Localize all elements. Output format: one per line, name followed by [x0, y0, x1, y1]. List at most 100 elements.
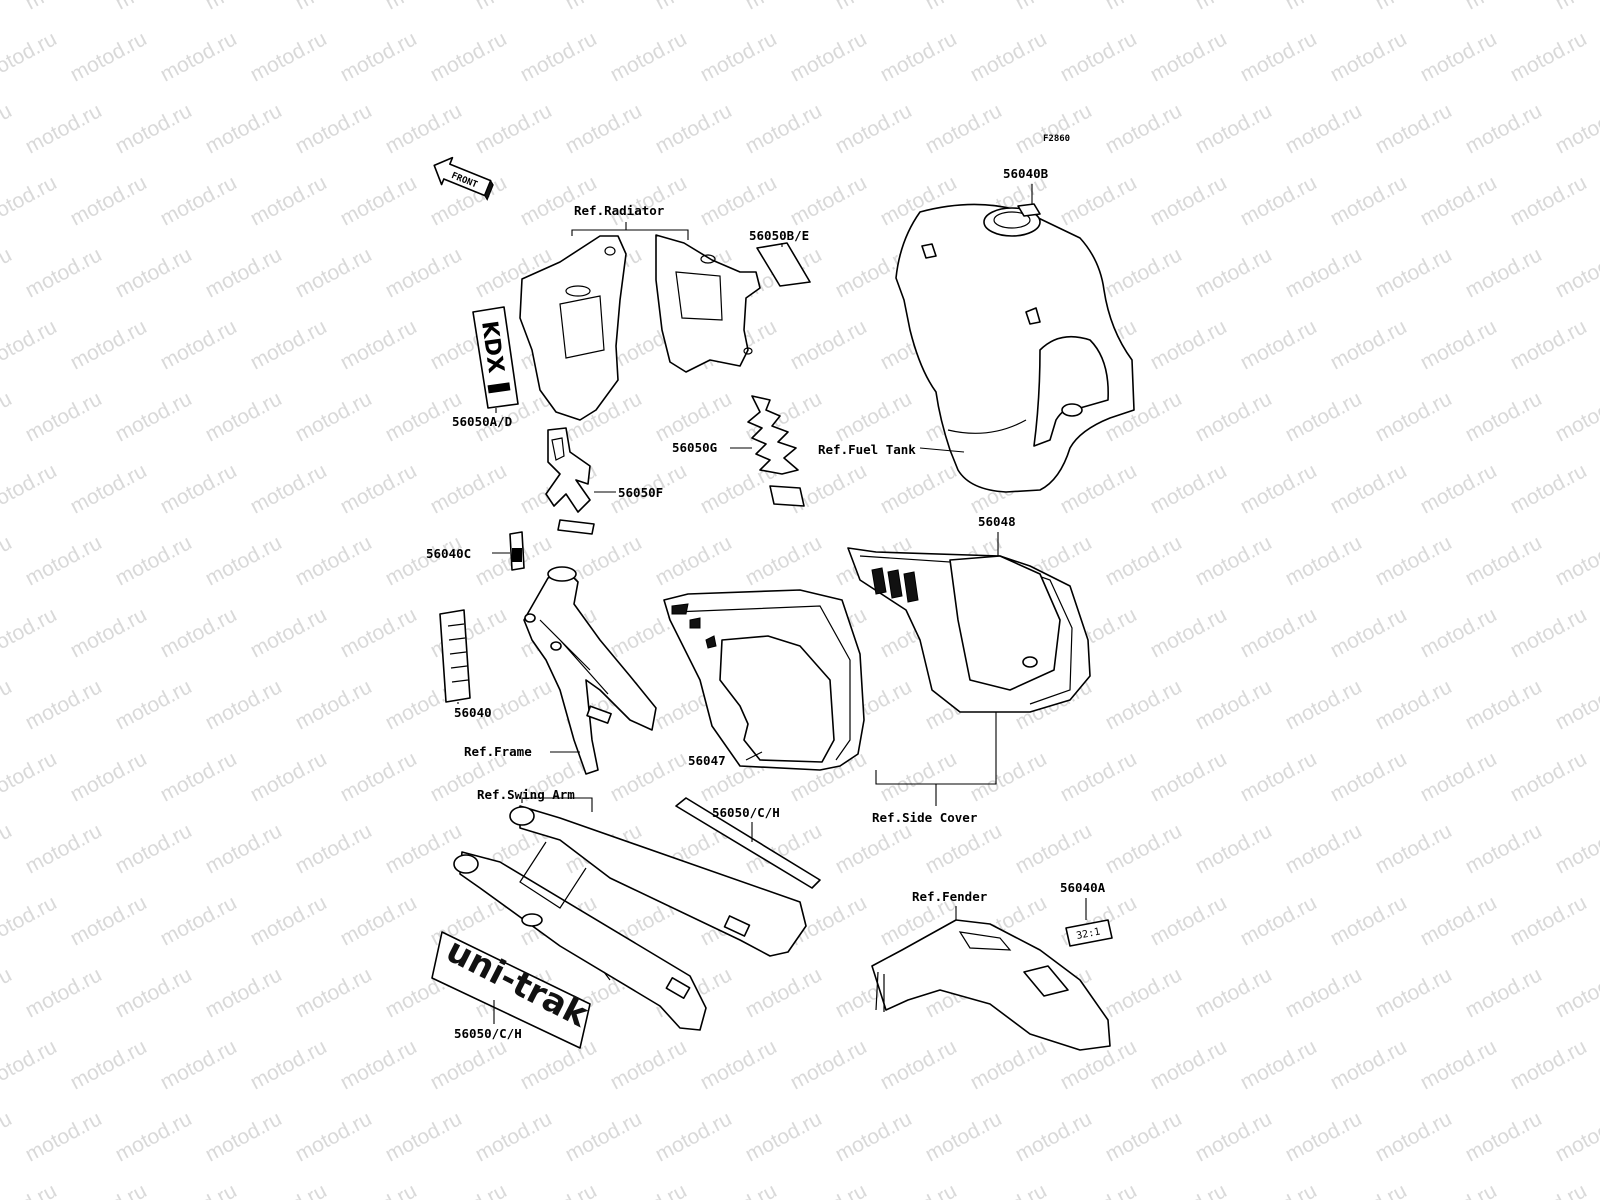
watermark-text: motod.ru: [742, 1107, 826, 1166]
watermark-text: motod.ru: [1192, 0, 1276, 14]
side-cover-right: [847, 547, 1091, 713]
watermark-text: motod.ru: [1417, 1035, 1501, 1094]
watermark-text: motod.ru: [1507, 27, 1591, 86]
watermark-text: motod.ru: [0, 243, 16, 302]
watermark-text: motod.ru: [1372, 0, 1456, 14]
watermark-text: motod.ru: [112, 99, 196, 158]
watermark-text: motod.ru: [517, 1179, 601, 1200]
watermark-text: motod.ru: [607, 1035, 691, 1094]
watermark-text: motod.ru: [22, 1107, 106, 1166]
watermark-text: motod.ru: [562, 1107, 646, 1166]
watermark-text: motod.ru: [1507, 747, 1591, 806]
watermark-text: motod.ru: [1327, 1179, 1411, 1200]
watermark-text: motod.ru: [292, 963, 376, 1022]
watermark-text: motod.ru: [157, 747, 241, 806]
watermark-text: motod.ru: [1597, 747, 1600, 806]
watermark-text: motod.ru: [877, 747, 961, 806]
watermark-text: motod.ru: [292, 531, 376, 590]
watermark-text: motod.ru: [1327, 315, 1411, 374]
watermark-text: motod.ru: [922, 99, 1006, 158]
watermark-text: motod.ru: [1237, 315, 1321, 374]
watermark-text: motod.ru: [382, 243, 466, 302]
watermark-text: motod.ru: [787, 171, 871, 230]
part-label-56050F: 56050F: [618, 485, 663, 500]
watermark-text: motod.ru: [1597, 315, 1600, 374]
watermark-text: motod.ru: [1057, 1179, 1141, 1200]
watermark-text: motod.ru: [0, 1179, 61, 1200]
watermark-text: motod.ru: [1462, 675, 1546, 734]
watermark-text: motod.ru: [742, 963, 826, 1022]
watermark-text: motod.ru: [1552, 531, 1600, 590]
watermark-text: motod.ru: [0, 891, 61, 950]
watermark-text: motod.ru: [157, 315, 241, 374]
watermark-text: motod.ru: [787, 315, 871, 374]
watermark-text: motod.ru: [157, 459, 241, 518]
watermark-text: motod.ru: [1147, 171, 1231, 230]
watermark-text: motod.ru: [157, 891, 241, 950]
watermark-text: motod.ru: [1597, 891, 1600, 950]
watermark-text: motod.ru: [1597, 27, 1600, 86]
watermark-text: motod.ru: [1102, 963, 1186, 1022]
watermark-text: motod.ru: [517, 171, 601, 230]
watermark-text: motod.ru: [427, 1179, 511, 1200]
decal-56050BE: [756, 242, 811, 287]
watermark-text: motod.ru: [922, 0, 1006, 14]
watermark-text: motod.ru: [1462, 1107, 1546, 1166]
watermark-text: motod.ru: [0, 603, 61, 662]
watermark-text: motod.ru: [1552, 243, 1600, 302]
watermark-text: motod.ru: [247, 747, 331, 806]
ref-radiator-label: Ref.Radiator: [574, 203, 665, 218]
watermark-text: motod.ru: [517, 27, 601, 86]
watermark-text: motod.ru: [1237, 1179, 1321, 1200]
watermark-text: motod.ru: [0, 531, 16, 590]
watermark-text: motod.ru: [1012, 1107, 1096, 1166]
watermark-text: motod.ru: [1192, 819, 1276, 878]
watermark-text: motod.ru: [1417, 1179, 1501, 1200]
ref-swing-arm-label: Ref.Swing Arm: [477, 787, 575, 802]
watermark-text: motod.ru: [247, 603, 331, 662]
watermark-text: motod.ru: [382, 0, 466, 14]
watermark-text: motod.ru: [742, 99, 826, 158]
watermark-text: motod.ru: [1507, 171, 1591, 230]
watermark-text: motod.ru: [337, 27, 421, 86]
watermark-text: motod.ru: [1507, 1035, 1591, 1094]
watermark-text: motod.ru: [1057, 459, 1141, 518]
watermark-text: motod.ru: [337, 603, 421, 662]
watermark-text: motod.ru: [0, 315, 61, 374]
watermark-text: motod.ru: [1417, 315, 1501, 374]
watermark-text: motod.ru: [1237, 747, 1321, 806]
watermark-text: motod.ru: [1192, 675, 1276, 734]
watermark-text: motod.ru: [1237, 459, 1321, 518]
watermark-text: motod.ru: [1102, 1107, 1186, 1166]
watermark-text: motod.ru: [787, 27, 871, 86]
part-label-56040: 56040: [454, 705, 492, 720]
watermark-text: motod.ru: [112, 387, 196, 446]
watermark-text: motod.ru: [787, 1035, 871, 1094]
watermark-text: motod.ru: [292, 0, 376, 14]
watermark-text: motod.ru: [112, 819, 196, 878]
watermark-text: motod.ru: [1507, 603, 1591, 662]
watermark-text: motod.ru: [1552, 1107, 1600, 1166]
watermark-text: motod.ru: [67, 603, 151, 662]
watermark-text: motod.ru: [1282, 99, 1366, 158]
watermark-text: motod.ru: [1282, 819, 1366, 878]
watermark-text: motod.ru: [112, 1107, 196, 1166]
watermark-text: motod.ru: [337, 747, 421, 806]
watermark-text: motod.ru: [652, 531, 736, 590]
radiator-shroud-right: [655, 234, 761, 373]
watermark-text: motod.ru: [22, 99, 106, 158]
watermark-text: motod.ru: [157, 1179, 241, 1200]
watermark-text: motod.ru: [607, 1179, 691, 1200]
watermark-text: motod.ru: [1102, 99, 1186, 158]
watermark-text: motod.ru: [1462, 99, 1546, 158]
watermark-text: motod.ru: [67, 171, 151, 230]
part-label-56040B: 56040B: [1003, 166, 1049, 181]
watermark-text: motod.ru: [247, 1035, 331, 1094]
watermark-text: motod.ru: [1417, 171, 1501, 230]
watermark-text: motod.ru: [1147, 603, 1231, 662]
ref-fender-label: Ref.Fender: [912, 889, 988, 904]
watermark-text: motod.ru: [337, 1035, 421, 1094]
watermark-text: motod.ru: [1237, 27, 1321, 86]
watermark-text: motod.ru: [1147, 747, 1231, 806]
watermark-text: motod.ru: [202, 0, 286, 14]
